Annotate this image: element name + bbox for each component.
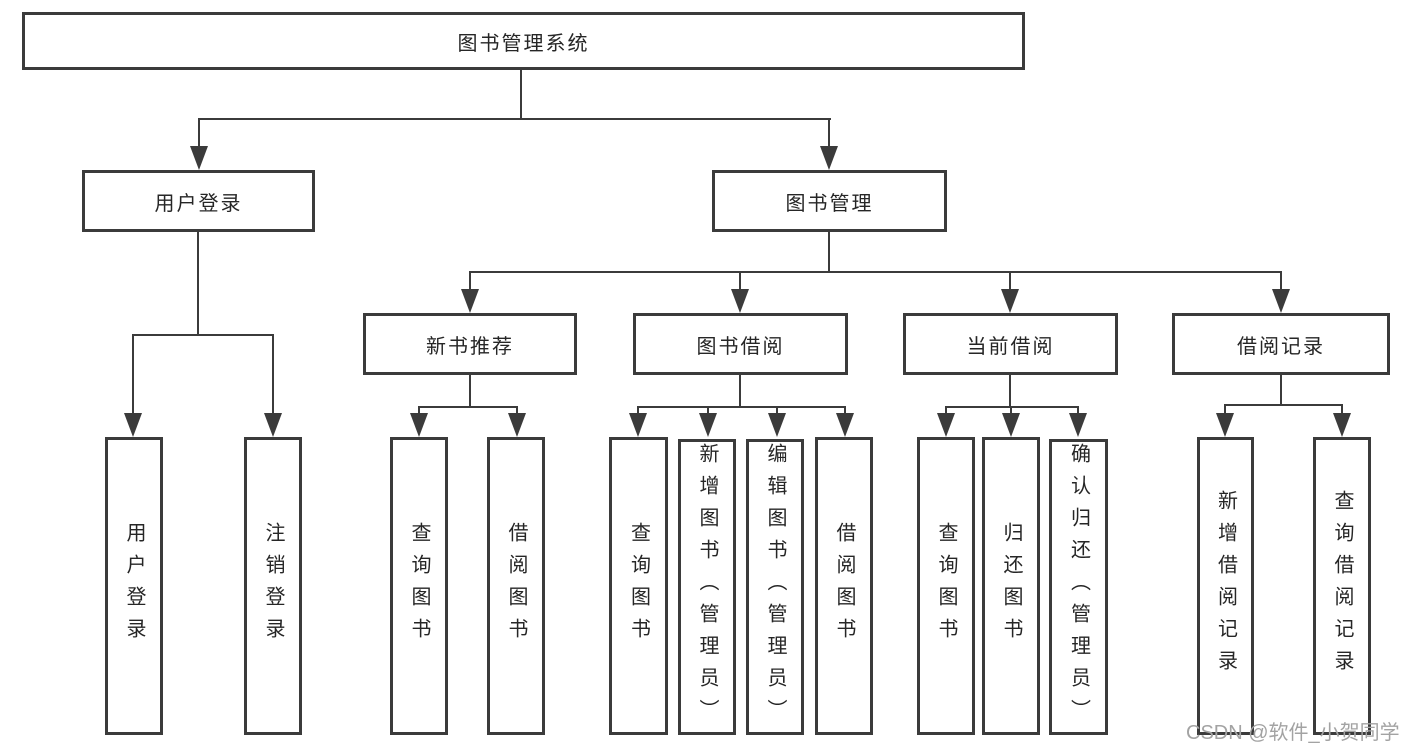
- leaf-borrowing-add-books: 新增图书（管理员）: [678, 439, 736, 735]
- connector-borrowing-stem: [739, 375, 741, 408]
- leaf-current-confirm-return-label: 确认归还（管理员）: [1067, 443, 1090, 731]
- arrow-down-icon: [1333, 413, 1351, 437]
- arrow-down-icon: [461, 289, 479, 313]
- leaf-current-return-books-label: 归还图书: [1000, 522, 1022, 650]
- leaf-current-query-books-label: 查询图书: [935, 522, 957, 650]
- connector-userlogin-bar: [132, 334, 274, 336]
- connector-drop-new-book-recommend: [469, 271, 471, 291]
- node-user-login: 用户登录: [82, 170, 315, 232]
- leaf-recommend-borrow-books: 借阅图书: [487, 437, 545, 735]
- connector-records-bar: [1224, 404, 1343, 406]
- connector-drop-leaf-user-login: [132, 334, 134, 415]
- node-root-label: 图书管理系统: [457, 32, 590, 55]
- arrow-down-icon: [1272, 289, 1290, 313]
- connector-drop-rec-borrow: [516, 406, 518, 416]
- leaf-current-query-books: 查询图书: [917, 437, 975, 735]
- leaf-current-return-books: 归还图书: [982, 437, 1040, 735]
- node-current-borrowing: 当前借阅: [903, 313, 1118, 375]
- connector-drop-bb-query: [637, 406, 639, 416]
- arrow-down-icon: [508, 413, 526, 437]
- node-new-book-recommend: 新书推荐: [363, 313, 577, 375]
- connector-drop-book-management: [828, 118, 830, 150]
- leaf-records-add-record: 新增借阅记录: [1197, 437, 1254, 735]
- arrow-down-icon: [836, 413, 854, 437]
- connector-drop-bb-borrow: [844, 406, 846, 416]
- leaf-recommend-query-books-label: 查询图书: [408, 522, 430, 650]
- node-book-borrowing: 图书借阅: [633, 313, 848, 375]
- leaf-borrowing-edit-books-label: 编辑图书（管理员）: [764, 443, 786, 731]
- arrow-down-icon: [1069, 413, 1087, 437]
- arrow-down-icon: [820, 146, 838, 170]
- arrow-down-icon: [1002, 413, 1020, 437]
- leaf-user-login: 用户登录: [105, 437, 163, 735]
- arrow-down-icon: [768, 413, 786, 437]
- connector-drop-rec-query: [418, 406, 420, 416]
- connector-bookmgmt-bar: [469, 271, 1282, 273]
- arrow-down-icon: [264, 413, 282, 437]
- arrow-down-icon: [1001, 289, 1019, 313]
- leaf-records-add-record-label: 新增借阅记录: [1214, 490, 1237, 682]
- connector-drop-cb-query: [945, 406, 947, 416]
- arrow-down-icon: [190, 146, 208, 170]
- csdn-watermark: CSDN @软件_小贺同学: [1186, 722, 1400, 744]
- connector-drop-book-borrowing: [739, 271, 741, 291]
- connector-records-stem: [1280, 375, 1282, 406]
- leaf-borrowing-query-books: 查询图书: [609, 437, 668, 735]
- node-borrowing-records: 借阅记录: [1172, 313, 1390, 375]
- connector-drop-borrowing-records: [1280, 271, 1282, 291]
- leaf-borrowing-borrow-books-label: 借阅图书: [833, 522, 855, 650]
- connector-drop-bb-edit: [776, 406, 778, 416]
- connector-userlogin-stem: [197, 232, 199, 336]
- connector-drop-user-login: [198, 118, 200, 150]
- node-book-management-label: 图书管理: [785, 192, 874, 215]
- connector-drop-br-query: [1341, 404, 1343, 416]
- leaf-current-confirm-return: 确认归还（管理员）: [1049, 439, 1108, 735]
- leaf-logout: 注销登录: [244, 437, 302, 735]
- connector-recommend-bar: [418, 406, 518, 408]
- connector-root-stem: [520, 70, 522, 120]
- connector-borrowing-bar: [637, 406, 846, 408]
- leaf-borrowing-edit-books: 编辑图书（管理员）: [746, 439, 804, 735]
- arrow-down-icon: [937, 413, 955, 437]
- connector-drop-br-add: [1224, 404, 1226, 416]
- connector-drop-leaf-logout: [272, 334, 274, 415]
- connector-current-stem: [1009, 375, 1011, 408]
- leaf-logout-label: 注销登录: [262, 522, 284, 650]
- connector-drop-cb-return: [1010, 406, 1012, 416]
- connector-drop-bb-add: [707, 406, 709, 416]
- leaf-recommend-query-books: 查询图书: [390, 437, 448, 735]
- arrow-down-icon: [629, 413, 647, 437]
- arrow-down-icon: [1216, 413, 1234, 437]
- leaf-recommend-borrow-books-label: 借阅图书: [505, 522, 527, 650]
- leaf-user-login-label: 用户登录: [123, 522, 145, 650]
- node-user-login-label: 用户登录: [154, 192, 243, 215]
- node-root: 图书管理系统: [22, 12, 1025, 70]
- connector-bookmgmt-stem: [828, 232, 830, 273]
- node-book-management: 图书管理: [712, 170, 947, 232]
- arrow-down-icon: [731, 289, 749, 313]
- leaf-records-query-record: 查询借阅记录: [1313, 437, 1371, 735]
- leaf-borrowing-add-books-label: 新增图书（管理员）: [696, 443, 718, 731]
- connector-drop-current-borrowing: [1009, 271, 1011, 291]
- connector-recommend-stem: [469, 375, 471, 408]
- arrow-down-icon: [410, 413, 428, 437]
- node-new-book-recommend-label: 新书推荐: [426, 335, 514, 358]
- node-borrowing-records-label: 借阅记录: [1237, 335, 1325, 358]
- connector-current-bar: [945, 406, 1079, 408]
- node-book-borrowing-label: 图书借阅: [696, 335, 785, 358]
- leaf-borrowing-borrow-books: 借阅图书: [815, 437, 873, 735]
- leaf-records-query-record-label: 查询借阅记录: [1331, 490, 1353, 682]
- node-current-borrowing-label: 当前借阅: [966, 335, 1055, 358]
- connector-drop-cb-confirm: [1077, 406, 1079, 416]
- arrow-down-icon: [124, 413, 142, 437]
- leaf-borrowing-query-books-label: 查询图书: [627, 522, 650, 650]
- arrow-down-icon: [699, 413, 717, 437]
- connector-root-bar: [198, 118, 831, 120]
